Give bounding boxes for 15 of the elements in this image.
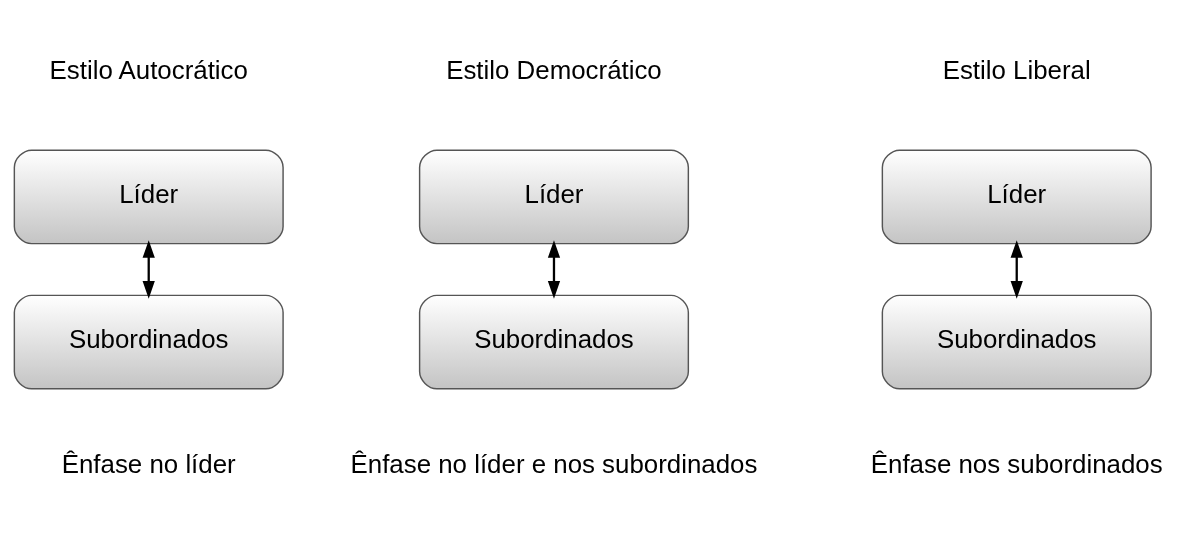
node-box: Subordinados (418, 294, 690, 390)
node-box: Subordinados (881, 294, 1152, 390)
arrow (1010, 240, 1023, 299)
node-box: Subordinados (13, 294, 284, 390)
node-box: Líder (418, 149, 690, 245)
arrow (142, 240, 155, 299)
arrow (547, 240, 561, 299)
node-box: Líder (881, 149, 1152, 245)
node-box: Líder (13, 149, 284, 245)
label: Ênfase nos subordinados (870, 449, 1163, 478)
label: Ênfase no líder e nos subordinados (350, 449, 758, 478)
label: Estilo Democrático (446, 55, 662, 84)
label: Estilo Liberal (942, 55, 1091, 84)
label: Ênfase no líder (61, 449, 236, 478)
label: Estilo Autocrático (49, 55, 248, 84)
